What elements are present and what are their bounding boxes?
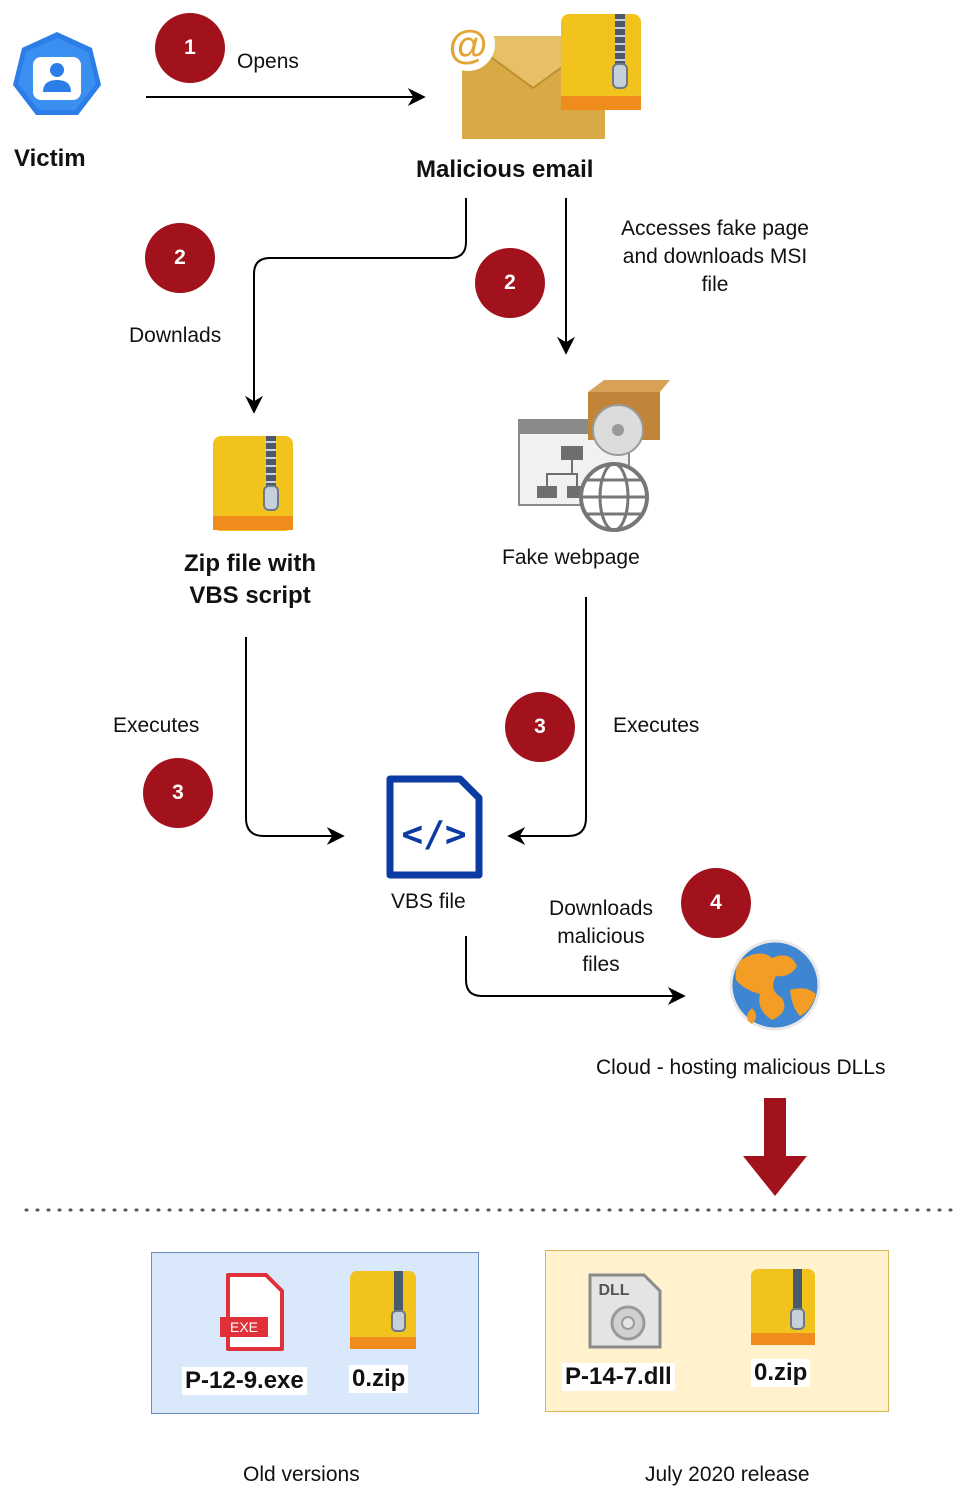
new-file1-name: P-14-7.dll: [562, 1363, 675, 1391]
edge-label-downloads: Downlads: [129, 324, 222, 347]
new-release-caption: July 2020 release: [645, 1463, 810, 1486]
zip-archive-icon: [213, 436, 293, 531]
step-badge-2b: 2: [475, 248, 545, 318]
accesses-line1: Accesses fake page: [621, 217, 809, 240]
user-icon: [13, 32, 101, 115]
edge-downloads: [245, 198, 467, 414]
big-down-arrow: [743, 1098, 807, 1196]
accesses-line3: file: [701, 273, 729, 296]
edge-label-executes-left: Executes: [113, 714, 200, 737]
edge-label-downloads-malicious: Downloads malicious files: [530, 895, 672, 979]
svg-text:</>: </>: [401, 814, 466, 855]
email-label: Malicious email: [416, 156, 594, 183]
connectors: [146, 88, 686, 1005]
svg-text:@: @: [448, 23, 487, 67]
email-with-zip-icon: @: [441, 14, 641, 139]
exe-file-icon: EXE: [220, 1273, 284, 1351]
dl-line1: Downloads: [549, 897, 653, 920]
step-badge-2a: 2: [145, 223, 215, 293]
new-file2-name: 0.zip: [751, 1359, 811, 1387]
dll-badge-text: DLL: [598, 1282, 629, 1299]
zip-label-line1: Zip file with: [184, 550, 316, 577]
edge-executes-right: [507, 597, 587, 845]
old-versions-caption: Old versions: [243, 1463, 360, 1486]
zip-label: Zip file with VBS script: [140, 548, 360, 612]
webpage-label: Fake webpage: [502, 546, 640, 569]
step-badge-4: 4: [681, 868, 751, 938]
dl-line3: files: [582, 953, 620, 976]
old-versions-box: EXE P-12-9.exe 0.zip: [151, 1252, 479, 1414]
zip-archive-icon-new: [751, 1269, 815, 1345]
edge-downloads-malicious: [465, 936, 686, 1005]
zip-archive-icon-old: [350, 1271, 416, 1349]
old-file2-name: 0.zip: [349, 1365, 409, 1393]
exe-badge-text: EXE: [230, 1319, 258, 1335]
edge-label-opens: Opens: [237, 50, 299, 73]
dl-line2: malicious: [557, 925, 645, 948]
victim-label: Victim: [14, 145, 86, 172]
web-installer-icon: [518, 380, 670, 532]
step-badge-3b: 3: [505, 692, 575, 762]
cloud-label: Cloud - hosting malicious DLLs: [596, 1056, 886, 1079]
step-badge-3a: 3: [143, 758, 213, 828]
edge-label-executes-right: Executes: [613, 714, 700, 737]
edge-executes-left: [245, 637, 345, 845]
code-file-icon: </>: [386, 775, 483, 879]
step-badge-1: 1: [155, 13, 225, 83]
accesses-line2: and downloads MSI: [622, 245, 808, 268]
old-file1-name: P-12-9.exe: [182, 1367, 307, 1395]
globe-icon: [729, 939, 821, 1031]
new-release-box: DLL P-14-7.dll 0.zip: [545, 1250, 889, 1412]
dll-file-icon: DLL: [588, 1273, 662, 1349]
zip-label-line2: VBS script: [189, 582, 311, 609]
vbs-label: VBS file: [391, 890, 466, 913]
edge-label-accesses: Accesses fake page and downloads MSI fil…: [592, 215, 838, 299]
